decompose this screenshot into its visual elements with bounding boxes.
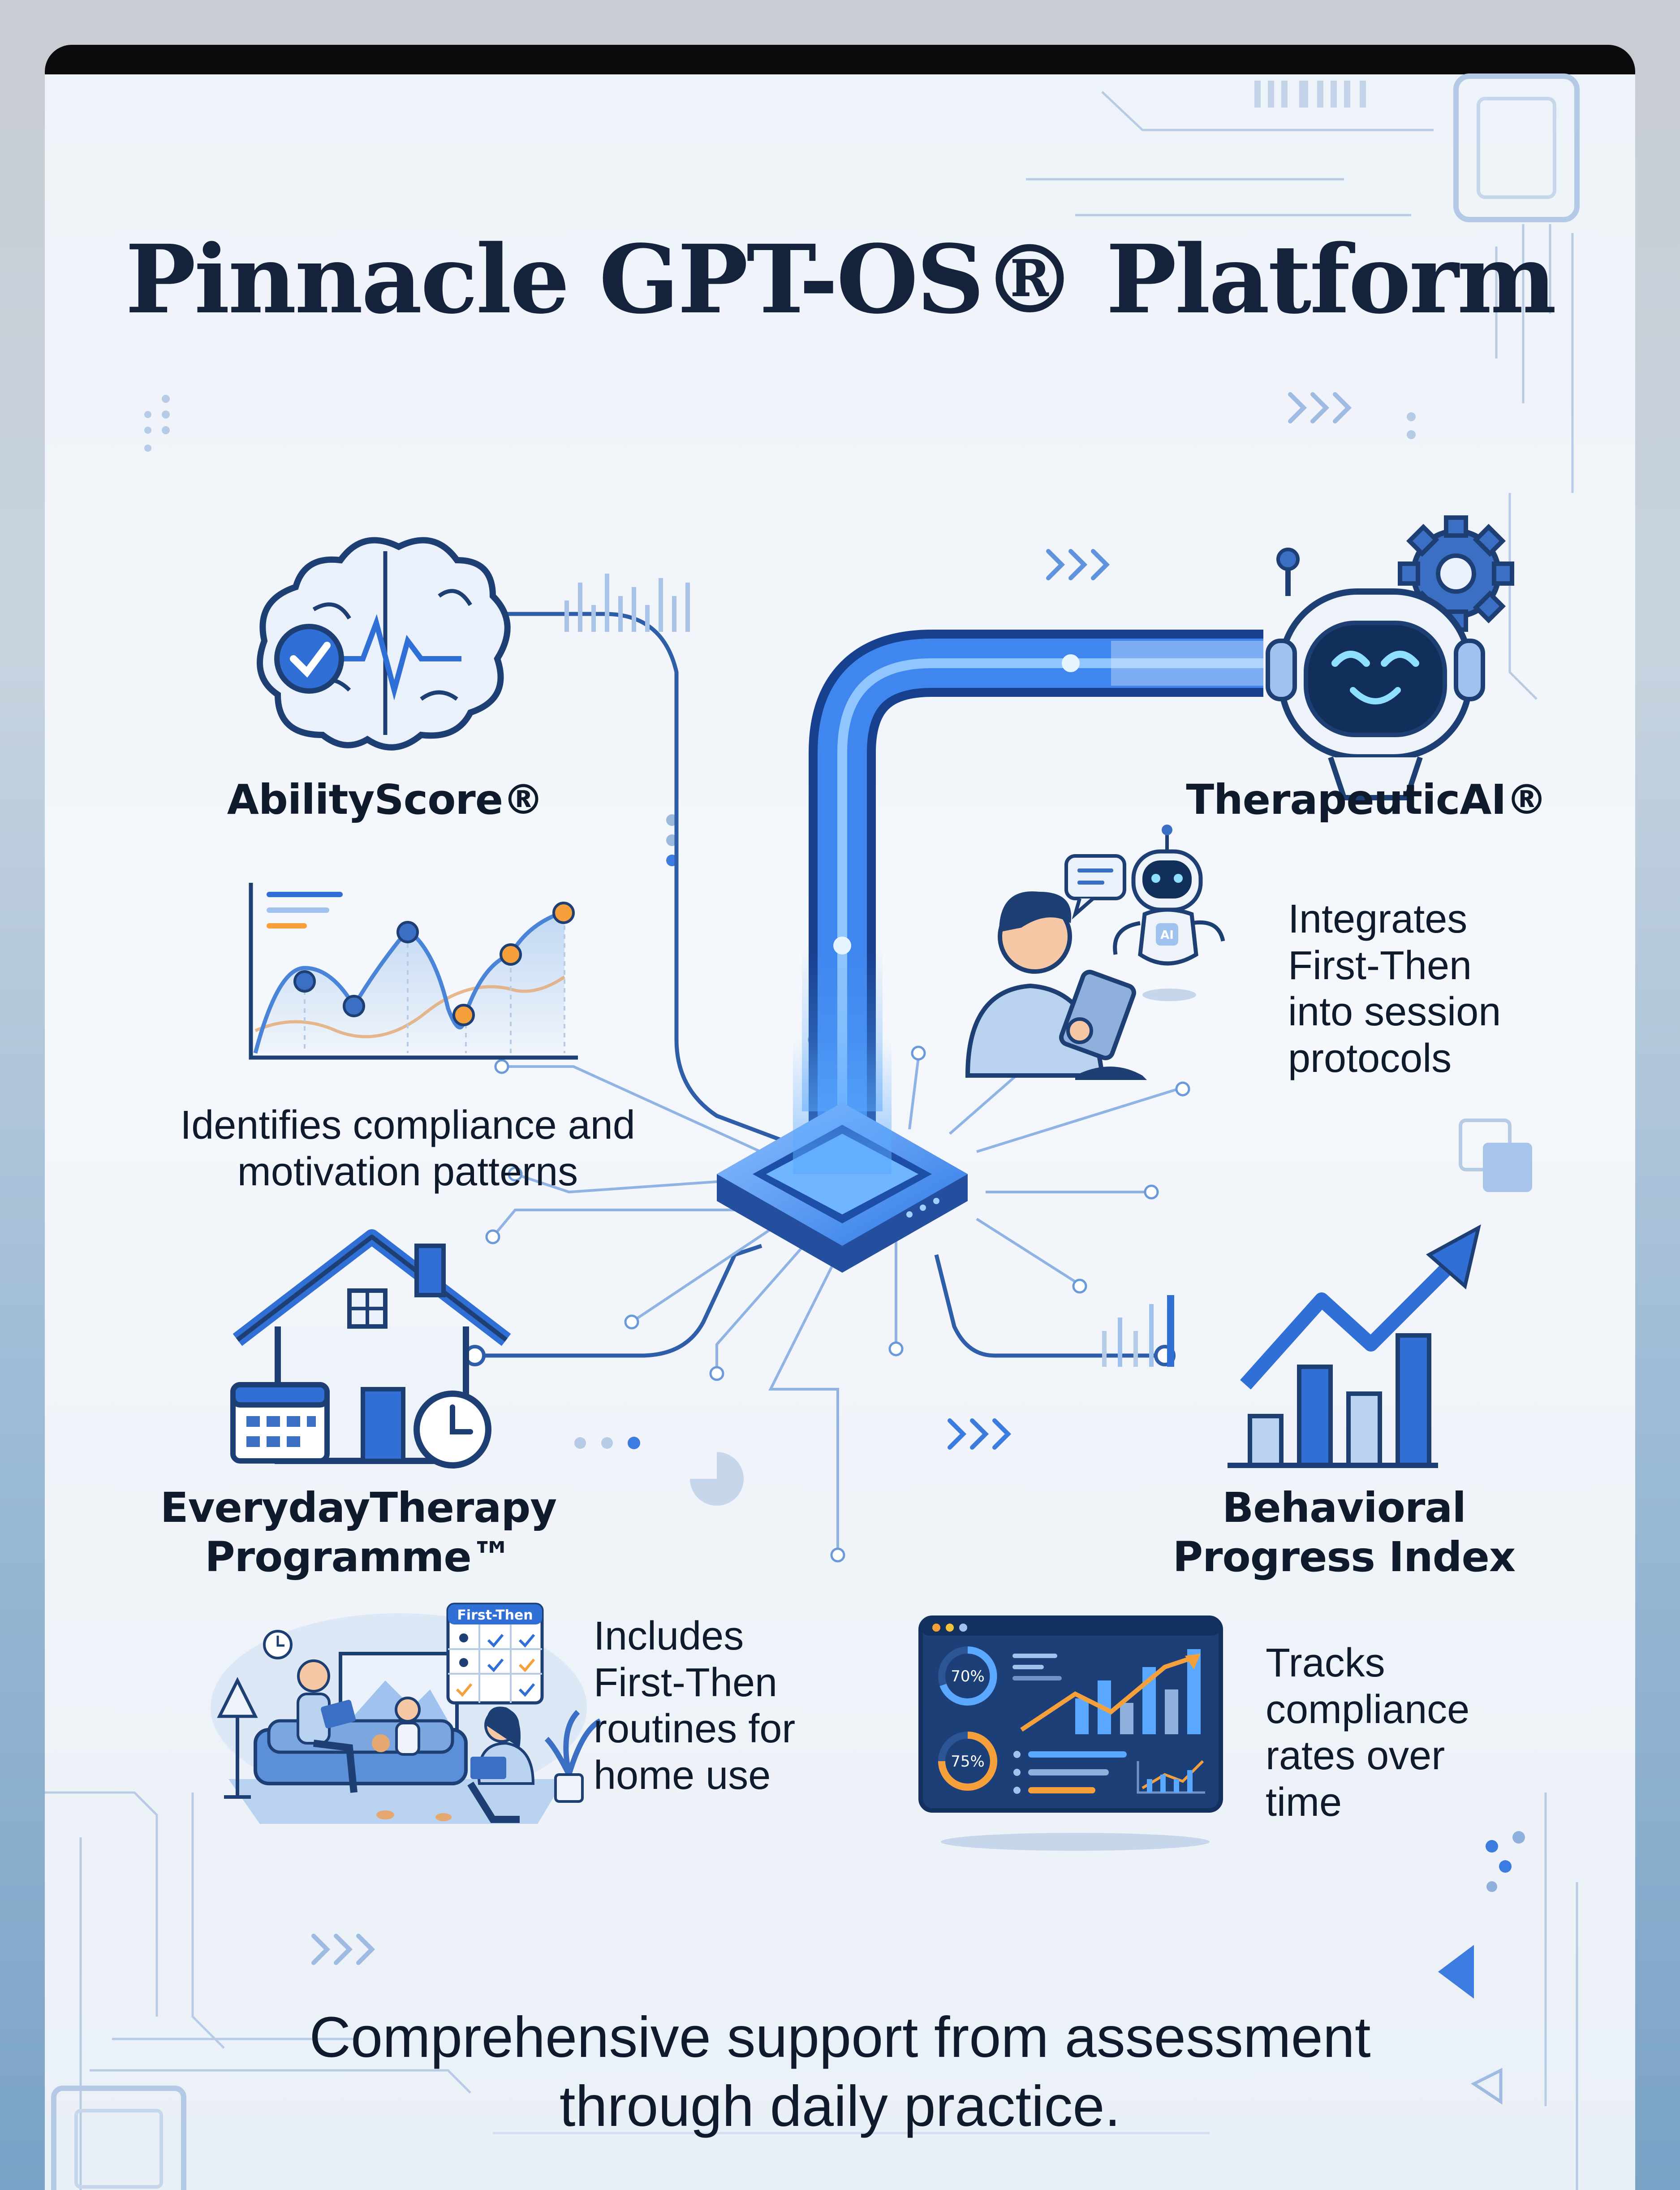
house-calendar-clock-icon (230, 1229, 511, 1469)
top-bar (45, 45, 1635, 74)
infographic-card: AI (45, 45, 1635, 2190)
decorative-shapes (690, 1119, 1532, 2105)
module-description-therapeuticai: Integrates First-Then into session proto… (1288, 897, 1501, 1081)
module-title-progress-index: Behavioral Progress Index (1172, 1484, 1516, 1581)
brain-heartbeat-icon (257, 537, 511, 751)
check-badge-icon (274, 624, 344, 694)
family-home-routine-illustration: First-Then (211, 1603, 602, 1824)
module-description-everydaytherapy: Includes First-Then routines for home us… (594, 1614, 796, 1798)
decorative-barcode (1254, 81, 1366, 108)
central-hub-chip (717, 1040, 968, 1273)
decorative-circuit-lines (45, 73, 1580, 2190)
circuit-branches (491, 1044, 1179, 1551)
module-title-abilityscore: AbilityScore® (227, 776, 544, 824)
first-then-board-label: First-Then (457, 1607, 533, 1623)
footer-tagline: Comprehensive support from assessment th… (309, 2005, 1371, 2138)
therapist-with-tablet-illustration: AI (965, 825, 1225, 1080)
dashboard-gauge-75: 75% (951, 1753, 985, 1771)
bar-chart-arrow-icon (1102, 1224, 1481, 1468)
module-description-abilityscore: Identifies compliance and motivation pat… (180, 1103, 635, 1194)
module-description-progress-index: Tracks compliance rates over time (1266, 1641, 1470, 1825)
mini-bars-decoration (564, 574, 690, 632)
progress-dots (574, 1437, 640, 1449)
module-title-everydaytherapy: EverydayTherapy Programme™ (160, 1484, 557, 1581)
robot-gear-icon (1266, 515, 1514, 800)
decorative-chevrons (311, 392, 1352, 1965)
dashboard-gauge-70: 70% (951, 1667, 985, 1685)
checkmark-icon (290, 642, 331, 678)
compliance-dashboard-illustration: 70% 75% (918, 1616, 1223, 1851)
module-title-therapeuticai: TherapeuticAI® (1186, 776, 1547, 824)
ai-badge: AI (1160, 929, 1174, 942)
page-title: Pinnacle GPT-OS® Platform (125, 224, 1556, 335)
motivation-line-chart (249, 883, 578, 1060)
illustration-scene: AI (45, 73, 1580, 2190)
